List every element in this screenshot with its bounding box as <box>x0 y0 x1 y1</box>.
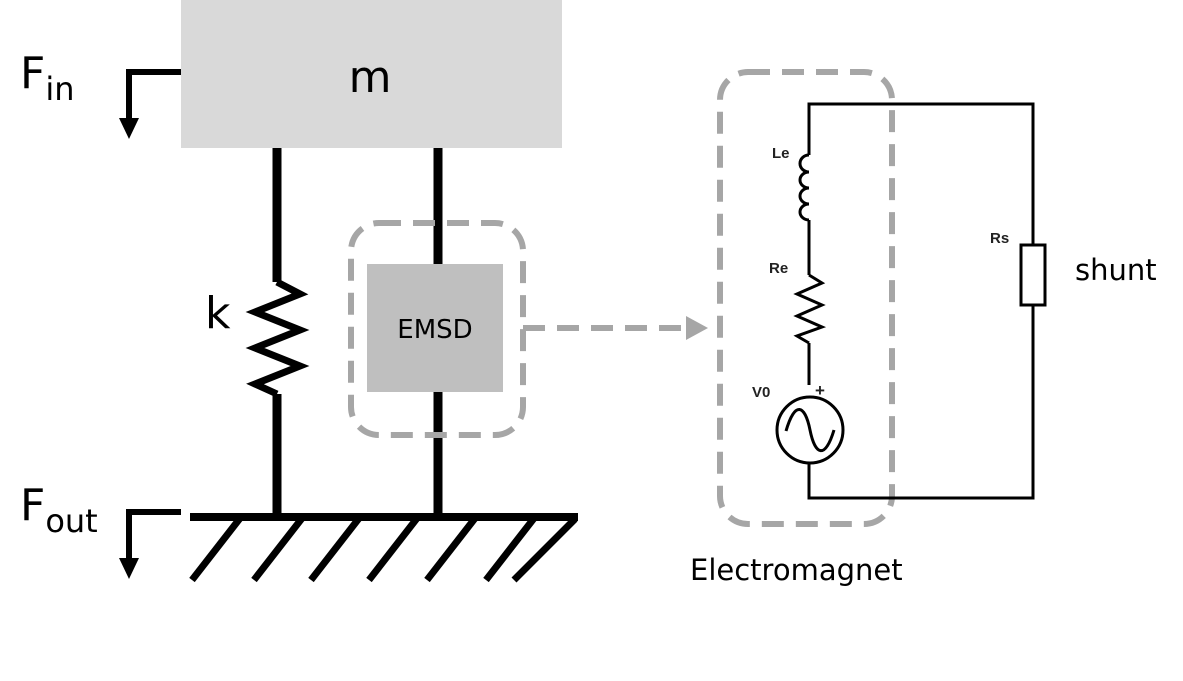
inductor-le-label: Le <box>772 145 790 162</box>
emsd-block <box>367 264 503 392</box>
mass-label: m <box>349 52 392 103</box>
resistor-re-label: Re <box>769 260 788 277</box>
ground <box>189 513 578 583</box>
emsd-dashed-outline <box>348 220 526 438</box>
electromagnet-label: Electromagnet <box>690 553 903 587</box>
spring-label: k <box>205 288 231 339</box>
spring <box>245 148 310 518</box>
shunt-resistor-rs-icon <box>1019 243 1047 307</box>
emsd-link-arrow-icon <box>523 316 708 340</box>
force-in-arrow-icon <box>119 69 181 139</box>
electromagnet-dashed-outline <box>717 69 895 527</box>
shunt-label: shunt <box>1075 253 1157 287</box>
source-v0-label: V0 <box>752 384 770 401</box>
shunt-resistor-rs-label: Rs <box>990 230 1009 247</box>
force-out-label: Fout <box>20 480 98 540</box>
force-in-label: Fin <box>20 48 74 108</box>
resistor-re-icon <box>793 273 827 345</box>
inductor-le-icon <box>798 153 810 222</box>
emsd-label: EMSD <box>397 315 472 345</box>
ac-voltage-source-icon <box>775 395 845 465</box>
force-out-arrow-icon <box>119 509 181 579</box>
source-polarity-label: + <box>815 381 825 400</box>
mass-block <box>181 0 562 148</box>
circuit-wires <box>807 102 1035 500</box>
